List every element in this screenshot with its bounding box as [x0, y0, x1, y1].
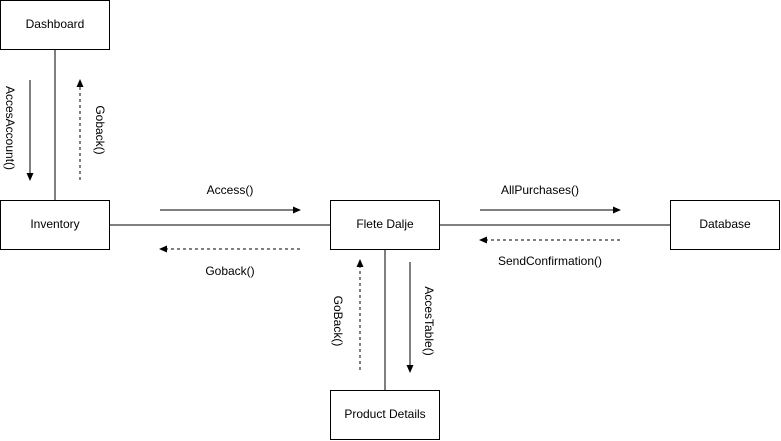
acces-account-label: AccesAccount(): [3, 86, 17, 170]
product-details-label: Product Details: [344, 407, 425, 421]
inventory-label: Inventory: [30, 217, 79, 231]
send-confirmation-label: SendConfirmation(): [498, 254, 602, 268]
acces-table-label: AccesTable(): [422, 286, 436, 355]
inventory-node[interactable]: Inventory: [0, 200, 110, 250]
goback-flete-label: GoBack(): [331, 296, 345, 347]
access-label: Access(): [207, 183, 254, 197]
goback-inventory-label: Goback(): [205, 264, 254, 278]
goback-dashboard-label: Goback(): [93, 105, 107, 154]
database-label: Database: [699, 217, 751, 231]
flete-dalje-label: Flete Dalje: [356, 217, 414, 231]
product-details-node[interactable]: Product Details: [330, 390, 440, 440]
dashboard-node[interactable]: Dashboard: [0, 0, 110, 50]
database-node[interactable]: Database: [670, 200, 780, 250]
all-purchases-label: AllPurchases(): [501, 183, 579, 197]
flete-dalje-node[interactable]: Flete Dalje: [330, 200, 440, 250]
dashboard-label: Dashboard: [26, 17, 85, 31]
